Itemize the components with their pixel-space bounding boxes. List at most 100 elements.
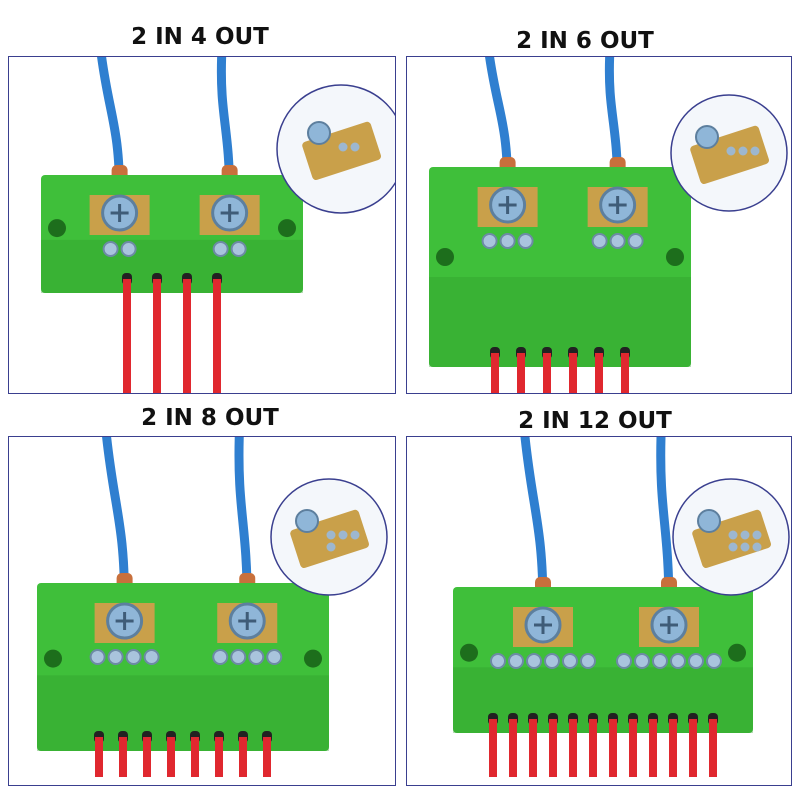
- small-screw: [591, 233, 608, 249]
- small-screw: [481, 233, 498, 249]
- housing-shade: [429, 277, 691, 367]
- small-screw: [102, 241, 119, 257]
- output-wire-red: [529, 719, 537, 777]
- mount-hole: [460, 643, 478, 662]
- small-screw: [89, 649, 106, 665]
- small-screw: [143, 649, 160, 665]
- detail-small-screw: [740, 542, 750, 552]
- screw-slot: [115, 612, 134, 630]
- detail-small-screw: [350, 142, 360, 152]
- mount-hole: [278, 219, 296, 238]
- small-screw: [490, 653, 506, 669]
- detail-small-screw: [728, 530, 738, 540]
- output-wire-red: [595, 353, 603, 393]
- small-screw: [609, 233, 626, 249]
- detail-small-screw: [326, 542, 336, 552]
- mount-hole: [44, 649, 62, 668]
- small-screw: [266, 649, 283, 665]
- small-screw: [526, 653, 542, 669]
- small-screw: [517, 233, 534, 249]
- screw-slot: [660, 616, 678, 634]
- small-screw: [634, 653, 650, 669]
- terminal-block-illustration: [453, 437, 790, 777]
- output-wire-red: [143, 737, 151, 777]
- housing-shade: [453, 667, 753, 733]
- output-wire-red: [549, 719, 557, 777]
- output-wire-red: [509, 719, 517, 777]
- output-wire-red: [119, 737, 127, 777]
- product-photo-2in4out: [8, 56, 396, 394]
- output-wire-red: [215, 737, 223, 777]
- output-wire-red: [629, 719, 637, 777]
- output-wire-red: [95, 737, 103, 777]
- detail-screw: [295, 509, 319, 533]
- small-screw: [688, 653, 704, 669]
- terminal-block-illustration: [41, 57, 395, 393]
- detail-small-screw: [752, 542, 762, 552]
- small-screw: [248, 649, 265, 665]
- screw-slot: [110, 204, 129, 222]
- output-wire-red: [589, 719, 597, 777]
- output-wire-red: [709, 719, 717, 777]
- output-wire-red: [123, 279, 131, 393]
- mount-hole: [48, 219, 66, 238]
- mount-hole: [436, 248, 454, 266]
- terminal-block-illustration: [429, 57, 788, 393]
- product-photo-2in12out: [406, 436, 792, 786]
- title-2in4out: 2 IN 4 OUT: [131, 24, 269, 50]
- mount-hole: [728, 643, 746, 662]
- detail-screw: [695, 125, 719, 149]
- housing-shade: [41, 239, 303, 293]
- output-wire-red: [517, 353, 525, 393]
- detail-screw: [697, 509, 721, 533]
- output-wire-red: [609, 719, 617, 777]
- small-screw: [670, 653, 686, 669]
- output-wire-red: [569, 719, 577, 777]
- detail-small-screw: [740, 530, 750, 540]
- output-wire-red: [649, 719, 657, 777]
- screw-slot: [220, 204, 239, 222]
- output-wire-red: [569, 353, 577, 393]
- output-wire-red: [191, 737, 199, 777]
- title-2in12out: 2 IN 12 OUT: [518, 408, 672, 434]
- small-screw: [706, 653, 722, 669]
- output-wire-red: [621, 353, 629, 393]
- small-screw: [107, 649, 124, 665]
- housing-shade: [37, 675, 329, 751]
- output-wire-red: [491, 353, 499, 393]
- screw-slot: [498, 196, 517, 214]
- small-screw: [544, 653, 560, 669]
- output-wire-red: [689, 719, 697, 777]
- small-screw: [125, 649, 142, 665]
- small-screw: [616, 653, 632, 669]
- output-wire-red: [167, 737, 175, 777]
- small-screw: [499, 233, 516, 249]
- product-photo-2in6out: [406, 56, 792, 394]
- terminal-block: [453, 437, 790, 777]
- terminal-block: [41, 57, 395, 393]
- small-screw: [230, 649, 247, 665]
- detail-small-screw: [338, 530, 348, 540]
- output-wire-red: [489, 719, 497, 777]
- output-wire-red: [183, 279, 191, 393]
- mount-hole: [666, 248, 684, 266]
- terminal-block: [37, 437, 388, 777]
- small-screw: [212, 649, 229, 665]
- small-screw: [562, 653, 578, 669]
- detail-small-screw: [350, 530, 360, 540]
- terminal-block: [429, 57, 788, 393]
- small-screw: [508, 653, 524, 669]
- title-2in6out: 2 IN 6 OUT: [516, 28, 654, 54]
- detail-small-screw: [338, 142, 348, 152]
- screw-slot: [534, 616, 552, 634]
- detail-small-screw: [738, 146, 748, 156]
- screw-slot: [608, 196, 627, 214]
- small-screw: [120, 241, 137, 257]
- output-wire-red: [213, 279, 221, 393]
- screw-slot: [238, 612, 257, 630]
- product-photo-2in8out: [8, 436, 396, 786]
- output-wire-red: [263, 737, 271, 777]
- terminal-block-illustration: [37, 437, 388, 777]
- title-2in8out: 2 IN 8 OUT: [141, 405, 279, 431]
- small-screw: [652, 653, 668, 669]
